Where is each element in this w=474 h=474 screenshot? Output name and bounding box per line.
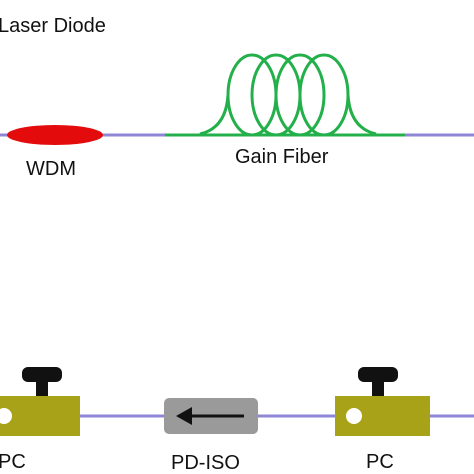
wdm-label: WDM <box>26 158 76 180</box>
pc-left-icon <box>0 367 80 436</box>
wdm-icon <box>7 125 103 145</box>
pd-iso-label: PD-ISO <box>171 452 240 474</box>
pc-right-label: PC <box>366 451 394 473</box>
gain-fiber-label: Gain Fiber <box>235 146 329 168</box>
gain-fiber-coil-icon <box>199 53 377 137</box>
pc-right-icon <box>335 367 430 436</box>
laser-diode-label: Laser Diode <box>0 15 106 37</box>
pd-iso-icon <box>164 398 258 434</box>
pc-left-label: PC <box>0 451 26 473</box>
